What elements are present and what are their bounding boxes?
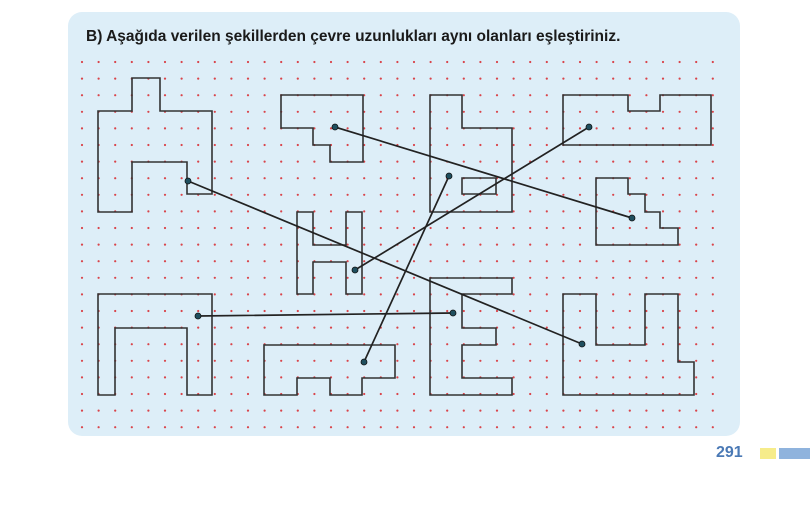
match-endpoint xyxy=(445,172,453,180)
notched-bar-shape xyxy=(562,94,712,146)
match-endpoint xyxy=(578,340,586,348)
match-endpoint xyxy=(351,266,359,274)
page-tab-yellow xyxy=(760,448,776,459)
match-endpoint xyxy=(331,123,339,131)
exercise-title: B) Aşağıda verilen şekillerden çevre uzu… xyxy=(86,28,621,45)
page-number: 291 xyxy=(716,444,743,461)
h-shape xyxy=(296,211,363,295)
match-line xyxy=(187,180,583,345)
match-endpoint xyxy=(184,177,192,185)
exercise-panel xyxy=(68,12,740,436)
staircase-shape xyxy=(595,177,679,246)
e-shape xyxy=(429,277,513,396)
b-shape xyxy=(429,94,513,213)
tower-shape xyxy=(97,77,213,213)
match-endpoint xyxy=(585,123,593,131)
match-endpoint xyxy=(194,312,202,320)
cup-shape xyxy=(562,293,695,396)
match-line xyxy=(197,312,454,317)
match-endpoint xyxy=(449,309,457,317)
page-tab-blue xyxy=(779,448,810,459)
match-endpoint xyxy=(628,214,636,222)
step-shape xyxy=(280,94,364,163)
match-endpoint xyxy=(360,358,368,366)
dot-grid xyxy=(80,60,714,429)
castle-bar-shape xyxy=(263,344,396,396)
arch-shape xyxy=(97,293,213,396)
match-line xyxy=(363,175,450,363)
match-line xyxy=(354,126,590,271)
match-line xyxy=(334,126,633,219)
